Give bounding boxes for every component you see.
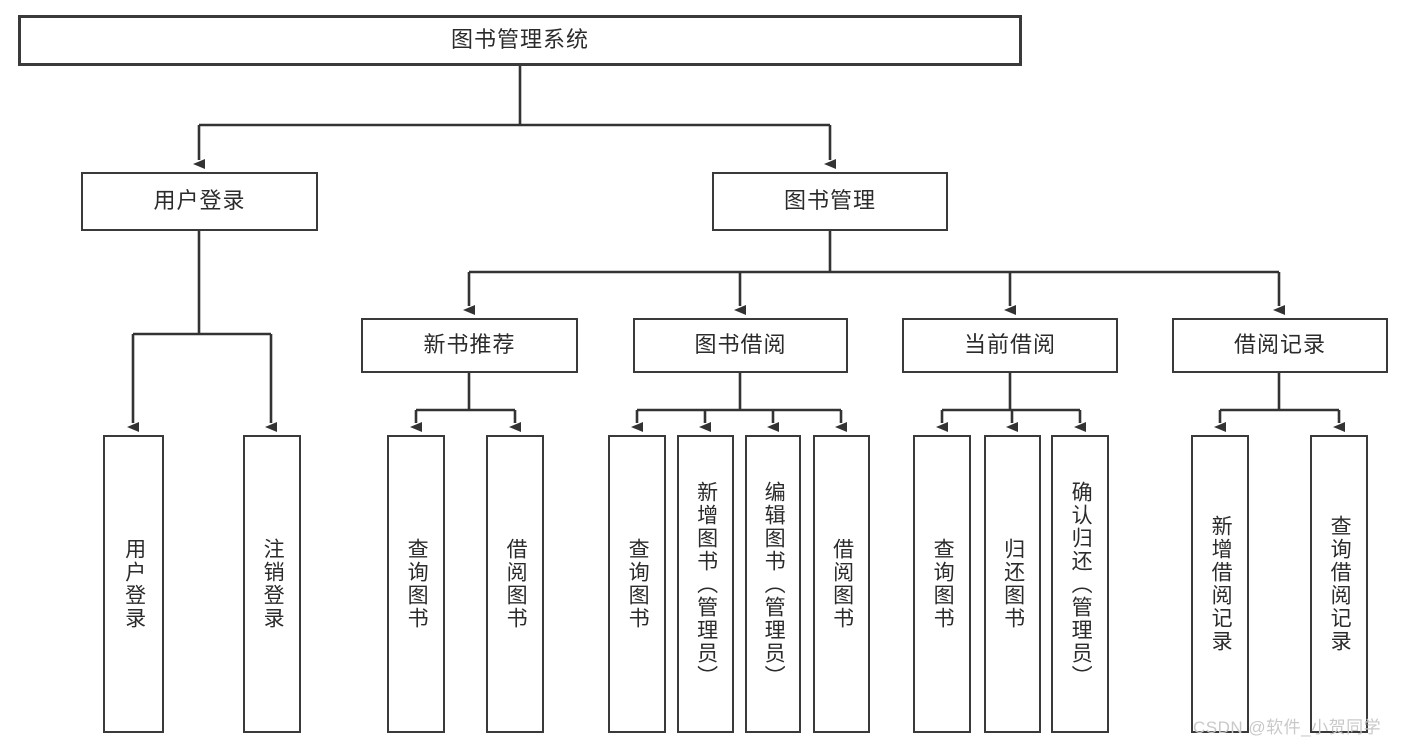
node-leaf-query-book-b-label: 查询图书 [626,538,650,630]
node-leaf-query-record[interactable]: 查询借阅记录 [1310,435,1368,733]
node-leaf-query-book-rec[interactable]: 查询图书 [387,435,445,733]
node-book-manage[interactable]: 图书管理 [712,172,948,231]
watermark-text: CSDN @软件_小贺同学 [1193,718,1382,737]
node-leaf-user-login-label: 用户登录 [122,538,146,630]
node-leaf-add-record[interactable]: 新增借阅记录 [1191,435,1249,733]
node-book-borrow[interactable]: 图书借阅 [633,318,848,373]
node-leaf-confirm-return-label: 确认归还（管理员） [1069,480,1093,688]
node-leaf-query-book-c-label: 查询图书 [931,538,955,630]
node-leaf-query-book-rec-label: 查询图书 [405,538,429,630]
node-leaf-user-login[interactable]: 用户登录 [103,435,164,733]
node-new-book-recommend[interactable]: 新书推荐 [361,318,578,373]
node-leaf-logout-label: 注销登录 [261,538,285,630]
node-leaf-add-book-label: 新增图书（管理员） [694,480,718,688]
node-leaf-add-book[interactable]: 新增图书（管理员） [677,435,734,733]
node-root[interactable]: 图书管理系统 [18,15,1022,66]
node-leaf-borrow-book-b-label: 借阅图书 [830,538,854,630]
node-leaf-logout[interactable]: 注销登录 [243,435,301,733]
node-book-borrow-label: 图书借阅 [694,332,787,358]
node-leaf-query-book-c[interactable]: 查询图书 [913,435,971,733]
node-leaf-return-book-label: 归还图书 [1001,538,1025,630]
node-leaf-query-record-label: 查询借阅记录 [1328,515,1352,653]
node-leaf-borrow-book-rec[interactable]: 借阅图书 [486,435,544,733]
node-borrow-record-label: 借阅记录 [1233,332,1326,358]
node-user-login-label: 用户登录 [153,188,246,214]
node-borrow-record[interactable]: 借阅记录 [1172,318,1388,373]
node-leaf-confirm-return[interactable]: 确认归还（管理员） [1051,435,1109,733]
node-current-borrow-label: 当前借阅 [963,332,1056,358]
node-root-label: 图书管理系统 [450,27,589,53]
node-leaf-add-record-label: 新增借阅记录 [1209,515,1233,653]
node-leaf-edit-book[interactable]: 编辑图书（管理员） [745,435,801,733]
node-leaf-query-book-b[interactable]: 查询图书 [608,435,666,733]
node-user-login[interactable]: 用户登录 [81,172,318,231]
node-leaf-edit-book-label: 编辑图书（管理员） [762,480,786,688]
node-leaf-return-book[interactable]: 归还图书 [984,435,1041,733]
node-new-book-recommend-label: 新书推荐 [423,332,516,358]
node-book-manage-label: 图书管理 [783,188,876,214]
node-leaf-borrow-book-b[interactable]: 借阅图书 [813,435,870,733]
node-leaf-borrow-book-rec-label: 借阅图书 [504,538,528,630]
node-current-borrow[interactable]: 当前借阅 [902,318,1118,373]
